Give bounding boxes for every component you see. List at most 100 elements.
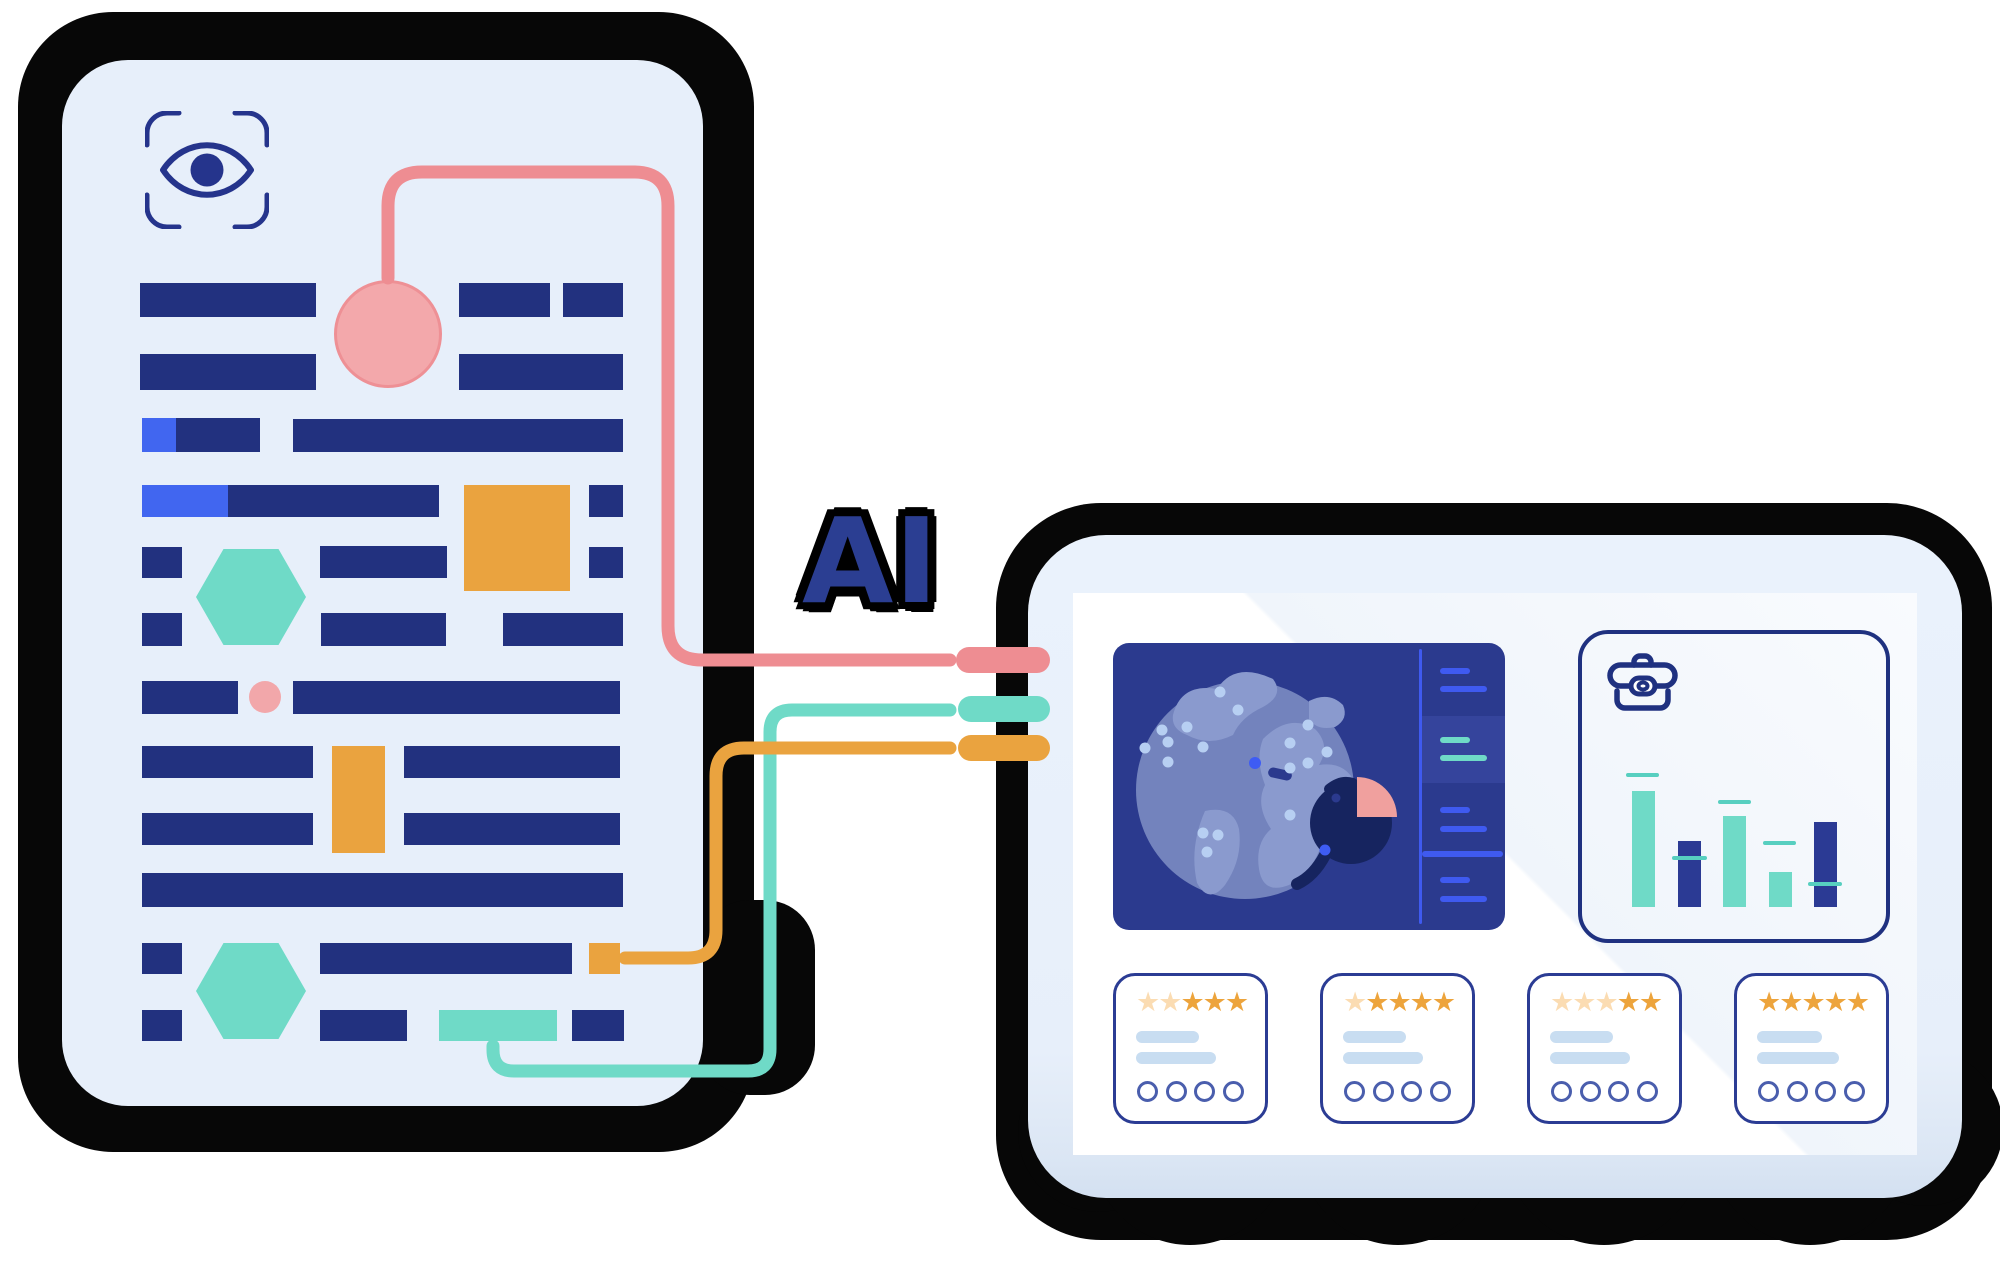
redacted-text-bar xyxy=(293,419,623,452)
redacted-text-bar xyxy=(142,1010,182,1041)
highlight-bar xyxy=(142,485,228,517)
eye-pupil xyxy=(190,153,224,187)
redacted-text-bar xyxy=(176,418,260,452)
map-highlight-dot xyxy=(1249,757,1261,769)
connector-orange-pill xyxy=(958,735,1050,761)
ruler-tick xyxy=(1440,826,1487,832)
avatar-circle xyxy=(1551,1080,1572,1102)
chart-bar xyxy=(1632,791,1655,907)
kpi-card xyxy=(1578,630,1890,943)
star-icon-empty: ★ xyxy=(1136,987,1160,1018)
redacted-text-bar xyxy=(320,546,447,578)
ruler-tick xyxy=(1440,877,1470,883)
redacted-text-bar xyxy=(563,283,623,317)
rating-card: ★★★★★ xyxy=(1527,973,1682,1124)
star-icon-empty: ★ xyxy=(1343,987,1367,1018)
highlight-bar xyxy=(142,418,176,452)
star-icon-filled: ★ xyxy=(1365,987,1389,1018)
ruler-divider-line xyxy=(1419,649,1422,924)
orange-highlight-block xyxy=(589,943,620,974)
rating-card: ★★★★★ xyxy=(1734,973,1889,1124)
ruler-highlight-band xyxy=(1420,716,1505,783)
star-icon-empty: ★ xyxy=(1550,987,1574,1018)
review-text-line xyxy=(1343,1051,1423,1064)
orange-highlight-block xyxy=(332,746,385,853)
redacted-text-bar xyxy=(459,354,623,390)
rating-card: ★★★★★ xyxy=(1113,973,1268,1124)
redacted-text-bar xyxy=(404,746,620,778)
chart-bar xyxy=(1769,872,1792,907)
star-icon-filled: ★ xyxy=(1180,987,1204,1018)
connector-pink-pill xyxy=(956,647,1050,673)
review-text-line xyxy=(1136,1030,1200,1043)
kpi-bar-chart xyxy=(1582,634,1886,939)
teal-highlight-bar xyxy=(439,1010,557,1041)
avatar-circle xyxy=(1579,1080,1601,1102)
star-icon-filled: ★ xyxy=(1845,987,1870,1018)
eye-scan-icon xyxy=(145,111,269,229)
redacted-text-bar xyxy=(320,1010,407,1041)
star-icon-filled: ★ xyxy=(1387,987,1411,1018)
star-rating: ★★★★★ xyxy=(1757,987,1870,1018)
ruler-tick-layer xyxy=(1113,643,1505,930)
orange-highlight-block xyxy=(464,485,570,591)
redacted-text-bar xyxy=(142,813,313,845)
avatar-circle xyxy=(1758,1080,1779,1102)
redacted-text-bar xyxy=(142,613,182,646)
chart-target-line xyxy=(1626,773,1659,777)
ruler-tick xyxy=(1440,807,1470,813)
review-text-line xyxy=(1550,1051,1630,1064)
redacted-text-bar xyxy=(142,873,623,907)
pink-dot xyxy=(249,681,281,713)
avatar-circle xyxy=(1786,1080,1808,1102)
review-text-line xyxy=(1757,1030,1823,1043)
chart-target-line xyxy=(1672,856,1707,860)
redacted-text-bar xyxy=(228,485,439,517)
connector-orange xyxy=(618,741,957,965)
star-icon-empty: ★ xyxy=(1594,987,1618,1018)
review-text-line xyxy=(1757,1051,1839,1064)
ruler-tick xyxy=(1422,851,1503,857)
star-icon-filled: ★ xyxy=(1779,987,1803,1018)
star-icon-empty: ★ xyxy=(1158,987,1182,1018)
chart-target-line xyxy=(1763,841,1796,845)
star-icon-filled: ★ xyxy=(1757,987,1781,1018)
redacted-text-bar xyxy=(589,547,623,578)
ruler-tick xyxy=(1440,686,1487,692)
star-rating: ★★★★★ xyxy=(1136,987,1249,1018)
redacted-text-bar xyxy=(589,485,623,517)
star-icon-filled: ★ xyxy=(1224,987,1249,1018)
avatar-circle xyxy=(1401,1080,1423,1102)
ruler-tick xyxy=(1440,668,1470,674)
chart-bar xyxy=(1723,816,1746,907)
redacted-text-bar xyxy=(404,813,620,845)
review-text-line xyxy=(1343,1030,1407,1043)
connector-pink xyxy=(381,165,957,667)
redacted-text-bar xyxy=(459,283,550,317)
avatar-circle xyxy=(1194,1080,1216,1102)
avatar-circle xyxy=(1222,1080,1244,1102)
star-icon-empty: ★ xyxy=(1572,987,1596,1018)
star-icon-filled: ★ xyxy=(1638,987,1663,1018)
avatar-circle xyxy=(1843,1080,1865,1102)
ruler-tick xyxy=(1440,755,1487,761)
redacted-text-bar xyxy=(572,1010,624,1041)
chart-target-line xyxy=(1808,882,1842,886)
star-icon-filled: ★ xyxy=(1823,987,1848,1018)
pie-chart xyxy=(1291,776,1397,890)
redacted-text-bar xyxy=(142,943,182,974)
star-rating: ★★★★★ xyxy=(1550,987,1663,1018)
pie-slice-salmon xyxy=(1357,777,1397,817)
star-icon-filled: ★ xyxy=(1409,987,1434,1018)
globe-panel xyxy=(1113,643,1505,930)
avatar-circle xyxy=(1636,1080,1658,1102)
redacted-text-bar xyxy=(140,283,316,317)
redacted-text-bar xyxy=(142,746,313,778)
avatar-circle xyxy=(1815,1080,1837,1102)
ai-label: AI xyxy=(802,492,940,630)
review-text-line xyxy=(1136,1051,1216,1064)
redacted-text-bar xyxy=(142,547,182,578)
